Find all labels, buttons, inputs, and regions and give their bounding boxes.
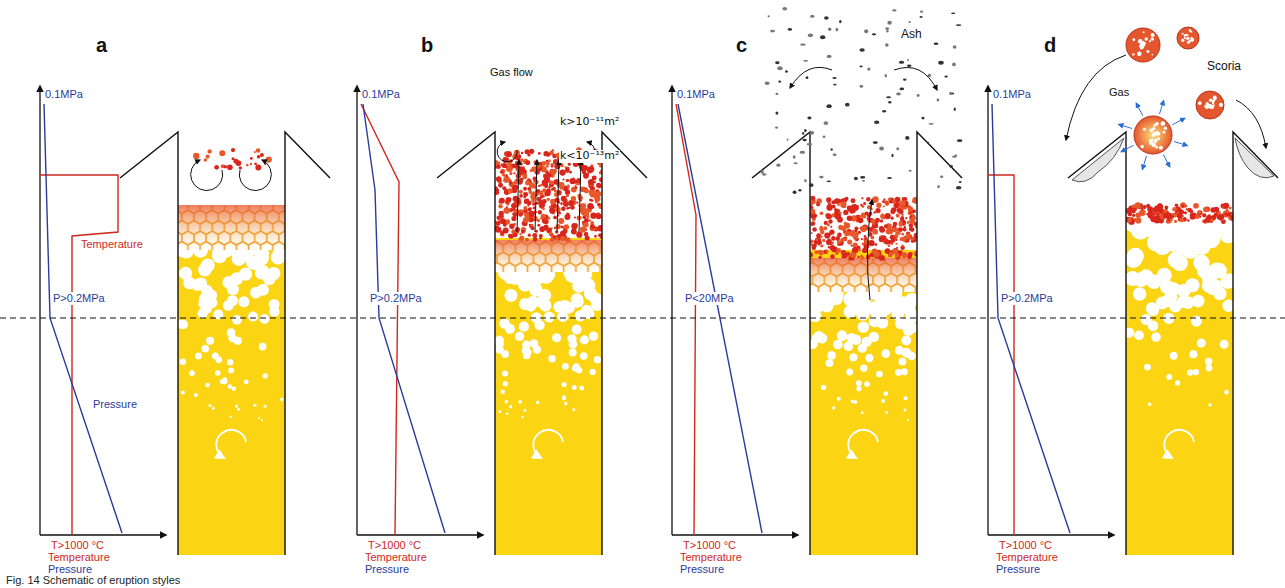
legend-label: Temperature <box>679 551 743 564</box>
axis-label: 0.1MPa <box>44 88 84 101</box>
permeability-label: k<10⁻¹³m² <box>559 150 620 163</box>
convection-arrow <box>848 430 878 458</box>
axis-label: T>1000 °C <box>998 539 1053 552</box>
panel <box>40 86 330 555</box>
legend-label: Temperature <box>364 551 428 564</box>
axis-label: 0.1MPa <box>361 88 401 101</box>
panel <box>672 7 962 555</box>
panel-letter: d <box>1043 34 1057 57</box>
swirl-arrows <box>191 160 272 191</box>
panel <box>357 86 647 555</box>
axes <box>672 86 798 535</box>
callout: Gas <box>1108 86 1130 99</box>
pressure-label: P>0.2MPa <box>369 292 423 305</box>
conduit-wall <box>752 132 962 555</box>
curve-label: Temperature <box>80 238 144 251</box>
temperature-curve <box>676 104 696 535</box>
depth-line <box>0 318 1285 319</box>
legend-label: Pressure <box>995 563 1041 576</box>
clasts <box>810 196 917 261</box>
permeability-label: k>10⁻¹¹m² <box>559 116 620 129</box>
convection-arrow <box>533 430 563 458</box>
figure-caption: Fig. 14 Schematic of eruption styles <box>6 574 180 587</box>
axes <box>357 86 483 535</box>
conduit-wall <box>120 132 330 555</box>
axis-label: T>1000 °C <box>50 539 105 552</box>
conduit <box>1126 205 1233 555</box>
panel <box>988 27 1278 555</box>
curve-label: Pressure <box>92 398 138 411</box>
axis-label: T>1000 °C <box>367 539 422 552</box>
clasts <box>1126 202 1233 225</box>
conduit <box>810 250 917 555</box>
pressure-label: P>0.2MPa <box>1000 292 1054 305</box>
legend-label: Temperature <box>47 551 111 564</box>
convection-arrow <box>1164 430 1194 458</box>
axes <box>988 86 1114 535</box>
legend-label: Pressure <box>364 563 410 576</box>
ash-cloud <box>760 7 962 300</box>
scoria <box>1066 27 1274 182</box>
pressure-label: P>0.2MPa <box>52 292 106 305</box>
panel-letter: c <box>735 34 748 57</box>
convection-arrow <box>216 430 246 458</box>
legend-label: Temperature <box>995 551 1059 564</box>
pressure-label: P<20MPa <box>684 292 735 305</box>
axis-label: T>1000 °C <box>682 539 737 552</box>
panel-letter: a <box>95 34 108 57</box>
axis-label: 0.1MPa <box>676 88 716 101</box>
legend-label: Pressure <box>679 563 725 576</box>
temperature-curve <box>40 175 118 535</box>
callout: Scoria <box>1206 60 1242 74</box>
conduit-wall <box>437 132 647 555</box>
clasts <box>193 148 272 171</box>
conduit-wall <box>1068 132 1278 555</box>
conduit <box>178 205 285 555</box>
callout: Gas flow <box>489 66 534 79</box>
callout: Ash <box>900 28 923 42</box>
axes <box>40 86 166 535</box>
panel-letter: b <box>420 34 434 57</box>
conduit <box>495 238 602 555</box>
axis-label: 0.1MPa <box>992 88 1032 101</box>
